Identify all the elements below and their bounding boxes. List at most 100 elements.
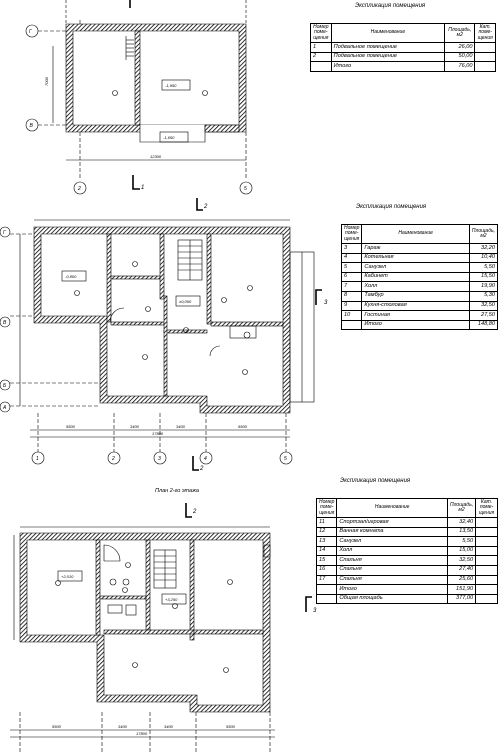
floor2-outer-walls (19, 532, 271, 713)
floor1-total-dim: 17800 (152, 431, 164, 436)
floor2-explication-table: Номер поме-щения Наименование Площадь, м… (315, 498, 498, 605)
floor2-texts: 5500 3400 3400 5500 17800 +2,010 +3,250 … (52, 509, 317, 736)
axis-label-g: Г (29, 29, 33, 35)
axis-circle-g (25, 24, 39, 38)
header-num: Номер поме-щения (340, 224, 363, 244)
floor1-stair (177, 239, 203, 281)
basement-texts: Г В 2 5 12300 7000 -1,950 -1,650 1 (29, 29, 247, 192)
floor2-dim-3: 3400 (164, 724, 174, 729)
basement-walls (65, 23, 247, 133)
axis-circle-2 (73, 181, 87, 195)
section-mark-3-floor2-label: 3 (313, 608, 317, 614)
header-name: Наименование (336, 498, 448, 518)
floor1-level-1: -0,800 (65, 274, 77, 279)
floor1-level-2: ±0,000 (179, 299, 192, 304)
table-row: 2 Подвальное помещение 50,00 (310, 51, 496, 63)
basement-explication-table: Номер поме-щения Наименование Площадь, м… (310, 23, 496, 72)
floor1-plan (0, 198, 322, 471)
table-row-total: Итого 76,00 (310, 61, 496, 72)
axis-label-2: 2 (77, 186, 81, 192)
axis-circle-1-5 (279, 451, 293, 465)
header-area: Площадь, м2 (444, 23, 476, 43)
floor2-dim-1: 5500 (52, 724, 62, 729)
row-name: Подвальное помещение (330, 42, 446, 53)
section-mark-2-top (196, 198, 203, 211)
basement-level-2: -1,650 (163, 135, 175, 140)
basement-stair (125, 36, 134, 60)
axis-label-1-a: А (2, 405, 7, 411)
section-mark-2-top-label: 2 (203, 204, 208, 210)
axis-circle-5 (239, 181, 253, 195)
section-mark-3-label: 3 (324, 300, 328, 306)
basement-table-title: Экспликация помещения (355, 3, 426, 9)
header-category: Кат. поме-щения (475, 498, 498, 518)
section-mark-1-label: 1 (141, 185, 144, 191)
header-area: Площадь, м2 (468, 224, 499, 244)
basement-plan (25, 0, 253, 195)
table-row: 1 Подвальное помещение 26,00 (310, 42, 496, 53)
row-num: 2 (310, 51, 332, 63)
axis-circle-1-a (0, 401, 11, 413)
axis-circle-1-1 (31, 451, 45, 465)
axis-label-1-v: В (3, 320, 7, 326)
axis-label-1-g: Г (3, 230, 7, 236)
floor2-plan (10, 503, 312, 752)
axis-label-5: 5 (244, 186, 247, 192)
floor2-plan-title: План 2-го этажа (155, 488, 199, 494)
section-mark-3 (315, 289, 322, 305)
axis-circle-1-4 (199, 451, 213, 465)
axis-label-1-2: 2 (111, 456, 115, 462)
total-area: 76,00 (444, 61, 476, 72)
axis-label-1-1: 1 (36, 456, 39, 462)
axis-circle-1-2 (107, 451, 121, 465)
header-num: Номер поме-щения (310, 23, 332, 43)
section-mark-2-bot (192, 456, 199, 471)
section-mark-3-floor2 (305, 596, 312, 612)
header-name: Наименование (330, 23, 446, 43)
header-category: Кат. поме-щения (474, 23, 496, 43)
header-num: Номер поме-щения (315, 498, 338, 518)
row-area: 50,00 (444, 51, 476, 63)
floor1-dim-3: 3400 (176, 424, 186, 429)
axis-circle-1-b (0, 379, 11, 391)
axis-circle-1-v (0, 316, 11, 328)
row-num: 1 (310, 42, 332, 53)
basement-partition (134, 30, 141, 126)
axis-label-1-5: 5 (284, 456, 287, 462)
section-mark-2-floor2 (185, 503, 192, 518)
floor1-texts: 1 2 3 4 5 Г В Б А 5500 3400 3400 5500 17… (2, 204, 328, 472)
floor2-stair (153, 549, 177, 589)
section-mark-2-bot-label: 2 (199, 466, 204, 472)
basement-dim: 12300 (150, 154, 162, 159)
floor1-dim-2: 3400 (130, 424, 140, 429)
axis-label-1-3: 3 (158, 456, 161, 462)
floor2-level-1: +2,010 (61, 574, 74, 579)
basement-level-1: -1,950 (165, 83, 177, 88)
header-name: Наименование (361, 224, 470, 244)
header-area: Площадь, м2 (446, 498, 477, 518)
floor1-explication-table: Номер поме-щения Наименование Площадь, м… (340, 224, 499, 331)
floor2-dim-2: 3400 (118, 724, 128, 729)
row-area: 26,00 (444, 42, 476, 53)
floor2-level-2: +3,250 (165, 597, 178, 602)
floor2-total-dim: 17800 (136, 731, 148, 736)
axis-label-1-4: 4 (204, 456, 207, 462)
